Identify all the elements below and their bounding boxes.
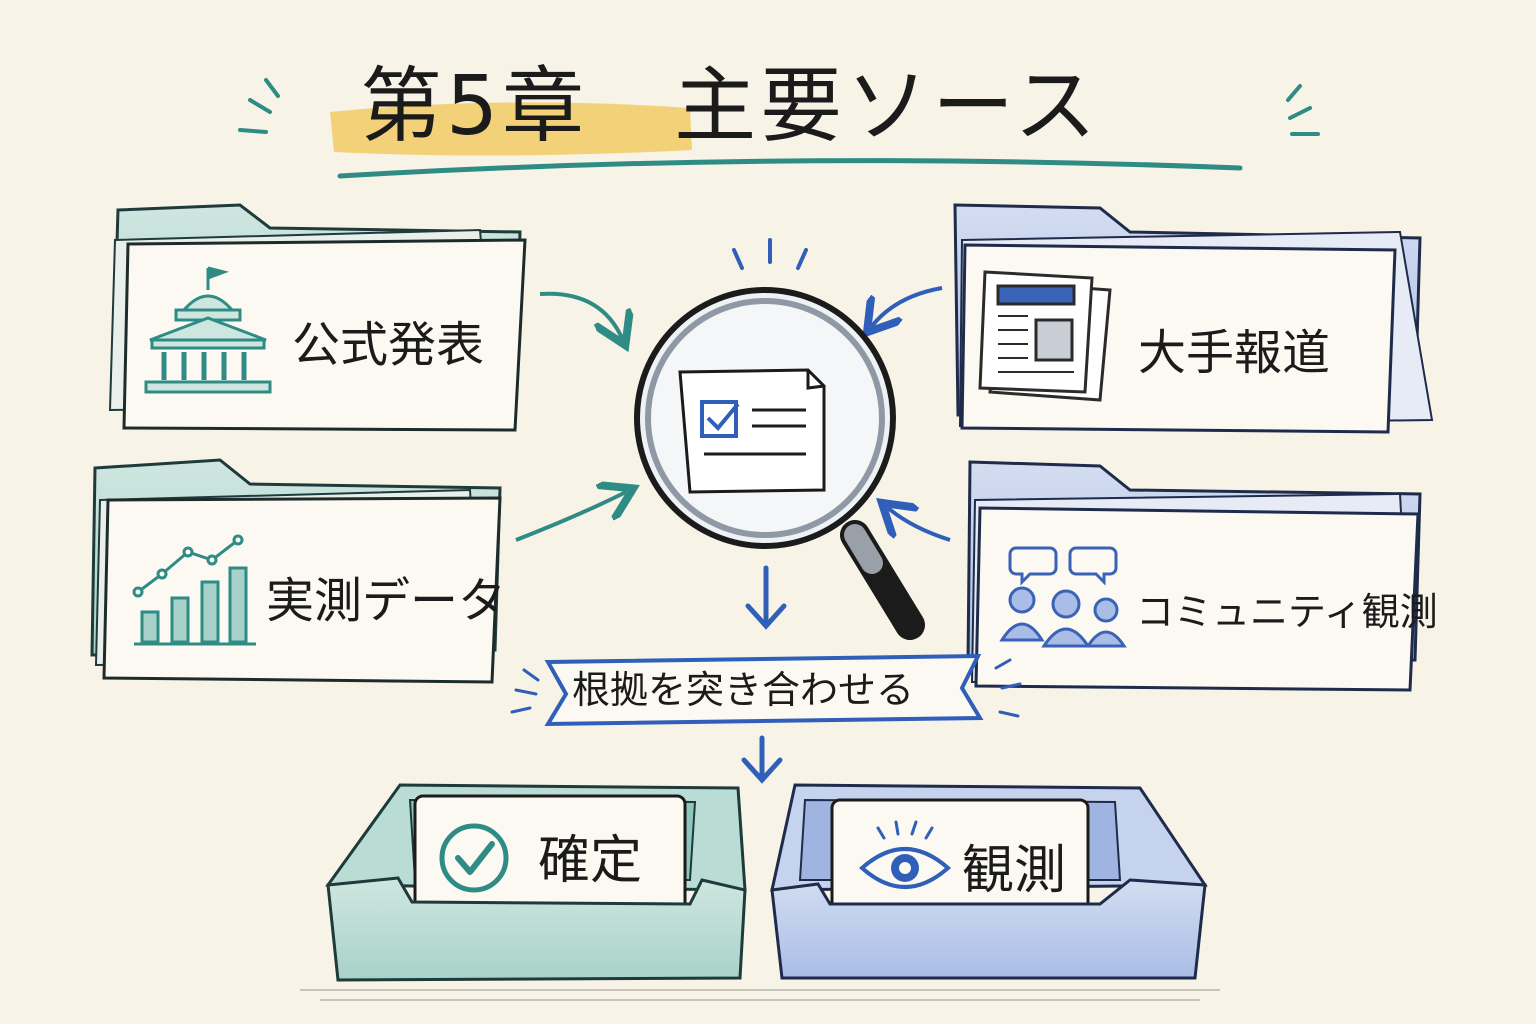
arrow-official-to-center [539,291,622,338]
banner-sparkle-right-icon [994,658,1022,718]
people-speech-bubbles-icon [999,546,1127,648]
source-label-official: 公式発表 [292,317,485,373]
source-label-community: コミュニティ観測 [1136,590,1438,634]
magnifying-glass-document-icon [634,238,925,640]
folder-community [966,460,1422,692]
title-underline [337,158,1243,179]
tray-confirmed [325,783,747,982]
newspaper-icon [978,270,1112,402]
outcome-label-confirmed: 確定 [538,831,643,891]
arrow-community-to-center [888,508,951,542]
eye-icon [858,820,952,889]
banner-ribbon [544,653,984,727]
title-sparkle-right-icon [1286,84,1320,136]
title-highlight [330,102,692,156]
outcome-label-observed: 観測 [962,841,1067,901]
arrow-media-to-center [872,286,943,326]
government-building-icon [144,266,272,394]
bar-line-chart-icon [132,534,256,646]
arrow-banner-to-outcomes [741,735,783,784]
banner-label: 根拠を突き合わせる [572,668,915,712]
ground-shadow [300,989,1220,1001]
banner-sparkle-left-icon [510,668,540,714]
arrow-center-to-banner [745,565,787,630]
source-label-measured: 実測データ [266,573,507,629]
title-sparkle-left-icon [238,78,280,134]
check-circle-icon [439,823,509,893]
arrow-measured-to-center [515,492,626,542]
page-title: 第5章 主要ソース [360,59,1101,154]
source-label-media: 大手報道 [1138,325,1331,381]
